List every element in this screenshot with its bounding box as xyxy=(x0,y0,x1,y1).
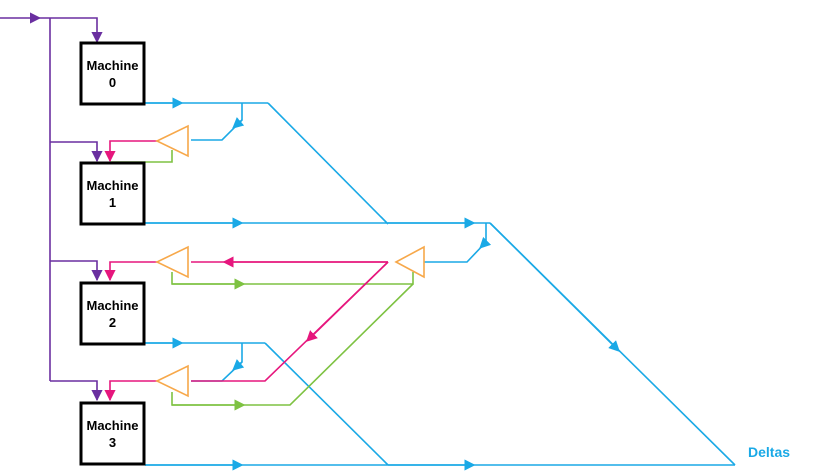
delta-1-diagonal-arrow xyxy=(489,222,620,352)
input-to-machine-1 xyxy=(50,141,103,163)
deltas-label: Deltas xyxy=(748,444,790,460)
input-to-machine-2 xyxy=(50,260,103,282)
machine-2-box: Machine 2 xyxy=(79,281,146,346)
feedback-to-machine-1 xyxy=(104,140,157,163)
feedback-diagonal xyxy=(191,261,389,382)
green-adder-1-to-machine-1 xyxy=(110,150,173,163)
machine-1-label: Machine xyxy=(86,178,138,193)
feedback-to-machine-2 xyxy=(104,261,157,282)
machine-3-box: Machine 3 xyxy=(79,401,146,466)
delta-0-to-adder xyxy=(191,119,243,141)
machine-3-index: 3 xyxy=(109,435,116,450)
adder-triangle-3 xyxy=(155,364,189,398)
adders xyxy=(155,124,425,398)
machine-2-label: Machine xyxy=(86,298,138,313)
machine-0-box: Machine 0 xyxy=(79,41,146,106)
machine-3-label: Machine xyxy=(86,418,138,433)
machine-1-box: Machine 1 xyxy=(79,161,146,226)
adder-triangle-delta xyxy=(394,245,425,279)
feedback-diagonal-arrow xyxy=(305,261,389,342)
adder-triangle-2 xyxy=(155,245,189,279)
forward-lines xyxy=(110,150,414,411)
delta-2-to-adder xyxy=(191,361,243,382)
feedback-lines xyxy=(104,140,389,402)
machine-0-label: Machine xyxy=(86,58,138,73)
green-diagonal xyxy=(171,283,414,406)
green-machine-2-row xyxy=(171,272,414,285)
machine-0-index: 0 xyxy=(109,75,116,90)
adder-triangle-1 xyxy=(155,124,189,158)
input-to-machine-3 xyxy=(50,380,103,402)
delta-0-diagonal xyxy=(267,102,389,225)
delta-1-to-adder xyxy=(424,241,487,263)
machine-2-index: 2 xyxy=(109,315,116,330)
input-lines xyxy=(0,12,103,402)
input-to-machine-0 xyxy=(40,17,103,44)
delta-2-diagonal xyxy=(264,342,389,466)
machine-1-index: 1 xyxy=(109,195,116,210)
feedback-to-machine-3 xyxy=(104,380,157,402)
